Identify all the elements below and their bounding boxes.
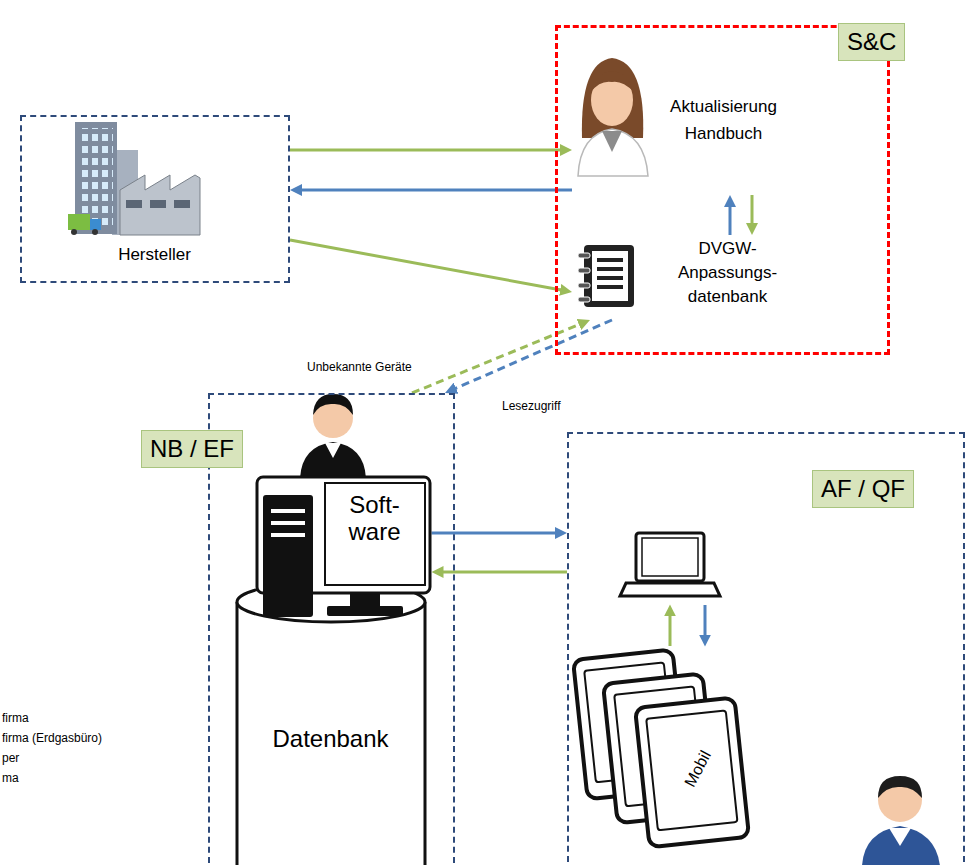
notebook-icon-part [597, 258, 623, 262]
notebook-icon-part [584, 245, 634, 307]
office-person-icon-part [313, 394, 353, 415]
office-person-icon [300, 394, 366, 478]
factory-icon-part [71, 229, 77, 235]
cylinder-top [237, 582, 425, 622]
factory-icon-part [120, 175, 200, 235]
notebook-icon [578, 245, 634, 307]
worker-icon-part [862, 826, 940, 865]
notebook-icon-part [592, 251, 628, 301]
notebook-icon-part [578, 253, 590, 258]
laptop-icon [620, 533, 720, 596]
node-label: Aktualisierung Handbuch [660, 93, 787, 147]
contractor-box: AF / QF Mobil [567, 432, 965, 865]
network-operator-box: NB / EFSoft- wareDatenbank [208, 393, 455, 865]
laptop-mobile-arrows-part [704, 605, 707, 637]
laptop-icon-part [636, 533, 704, 581]
woman-icon [578, 58, 648, 176]
flow-arrow [300, 189, 572, 192]
group-heading: NB / EF [141, 430, 243, 468]
pc-drive-slot [271, 533, 305, 537]
laptop-icon-part [642, 538, 698, 576]
tablet-device [635, 697, 749, 847]
office-person-icon-part [325, 443, 341, 458]
service-center-box: S&CAktualisierung HandbuchDVGW- Anpassun… [555, 25, 890, 355]
woman-icon-part [602, 131, 622, 152]
legend-fragment: firma [2, 711, 29, 725]
group-heading: AF / QF [812, 470, 914, 508]
laptop-mobile-arrows [670, 605, 705, 646]
notebook-icon-part [578, 297, 590, 302]
laptop-icon-part [620, 583, 720, 596]
database-node: DVGW- Anpassungs- datenbank [572, 235, 787, 320]
node-label: Soft- ware [327, 491, 423, 546]
factory-icon-part [90, 219, 101, 230]
flow-arrow [441, 571, 567, 574]
flow-arrow [290, 240, 563, 290]
factory-icon-part [79, 128, 113, 228]
woman-icon-part [578, 129, 648, 176]
notebook-icon-part [578, 283, 590, 288]
worker-icon-part [878, 776, 922, 798]
office-person-icon-part [300, 442, 366, 478]
pc-tower [263, 495, 313, 617]
woman-icon-part [582, 58, 643, 138]
database-cylinder: Datenbank [235, 580, 427, 865]
flow-arrow [290, 149, 562, 152]
factory-icon-part [68, 214, 90, 230]
pc-drive-slot [271, 509, 305, 513]
monitor-base [327, 606, 403, 616]
notebook-icon-part [578, 268, 590, 273]
database-cylinder-outline [235, 580, 427, 865]
manual-update-node: Aktualisierung Handbuch [572, 55, 787, 195]
software-computer-outline [255, 475, 432, 620]
laptop-mobile-arrows-part [669, 614, 672, 646]
flow-arrow [432, 532, 558, 535]
notebook-icon-part [597, 276, 623, 280]
cylinder-body [237, 602, 425, 865]
factory-icon-part [174, 200, 190, 208]
mobile-devices: Mobil [565, 650, 755, 865]
node-label: DVGW- Anpassungs- datenbank [665, 237, 790, 308]
software-computer: Soft- ware [255, 475, 432, 620]
node-label: Datenbank [235, 725, 427, 753]
pc-drive-slot [271, 521, 305, 525]
factory-icon [68, 122, 200, 235]
factory-icon-part [92, 229, 98, 235]
edge-label: Unbekannte Geräte [305, 360, 414, 374]
flow-arrow [751, 195, 754, 225]
mobile-devices-outline [565, 650, 755, 865]
legend-fragment: firma (Erdgasbüro) [2, 731, 102, 745]
group-heading: S&C [838, 23, 905, 61]
legend-fragment: ma [2, 771, 19, 785]
factory-icon-part [150, 200, 166, 208]
worker-icon [862, 776, 940, 865]
flow-arrow [729, 205, 732, 235]
node-label: Hersteller [22, 245, 287, 265]
factory-icon-part [126, 200, 142, 208]
notebook-icon-part [597, 267, 623, 271]
legend-fragment: per [2, 751, 19, 765]
worker-icon-part [889, 828, 911, 846]
monitor-screen [325, 483, 425, 585]
manufacturer-box: Hersteller [20, 115, 290, 283]
woman-icon-part [591, 72, 634, 92]
edge-label: Lesezugriff [500, 399, 562, 413]
notebook-icon-part [597, 285, 623, 289]
